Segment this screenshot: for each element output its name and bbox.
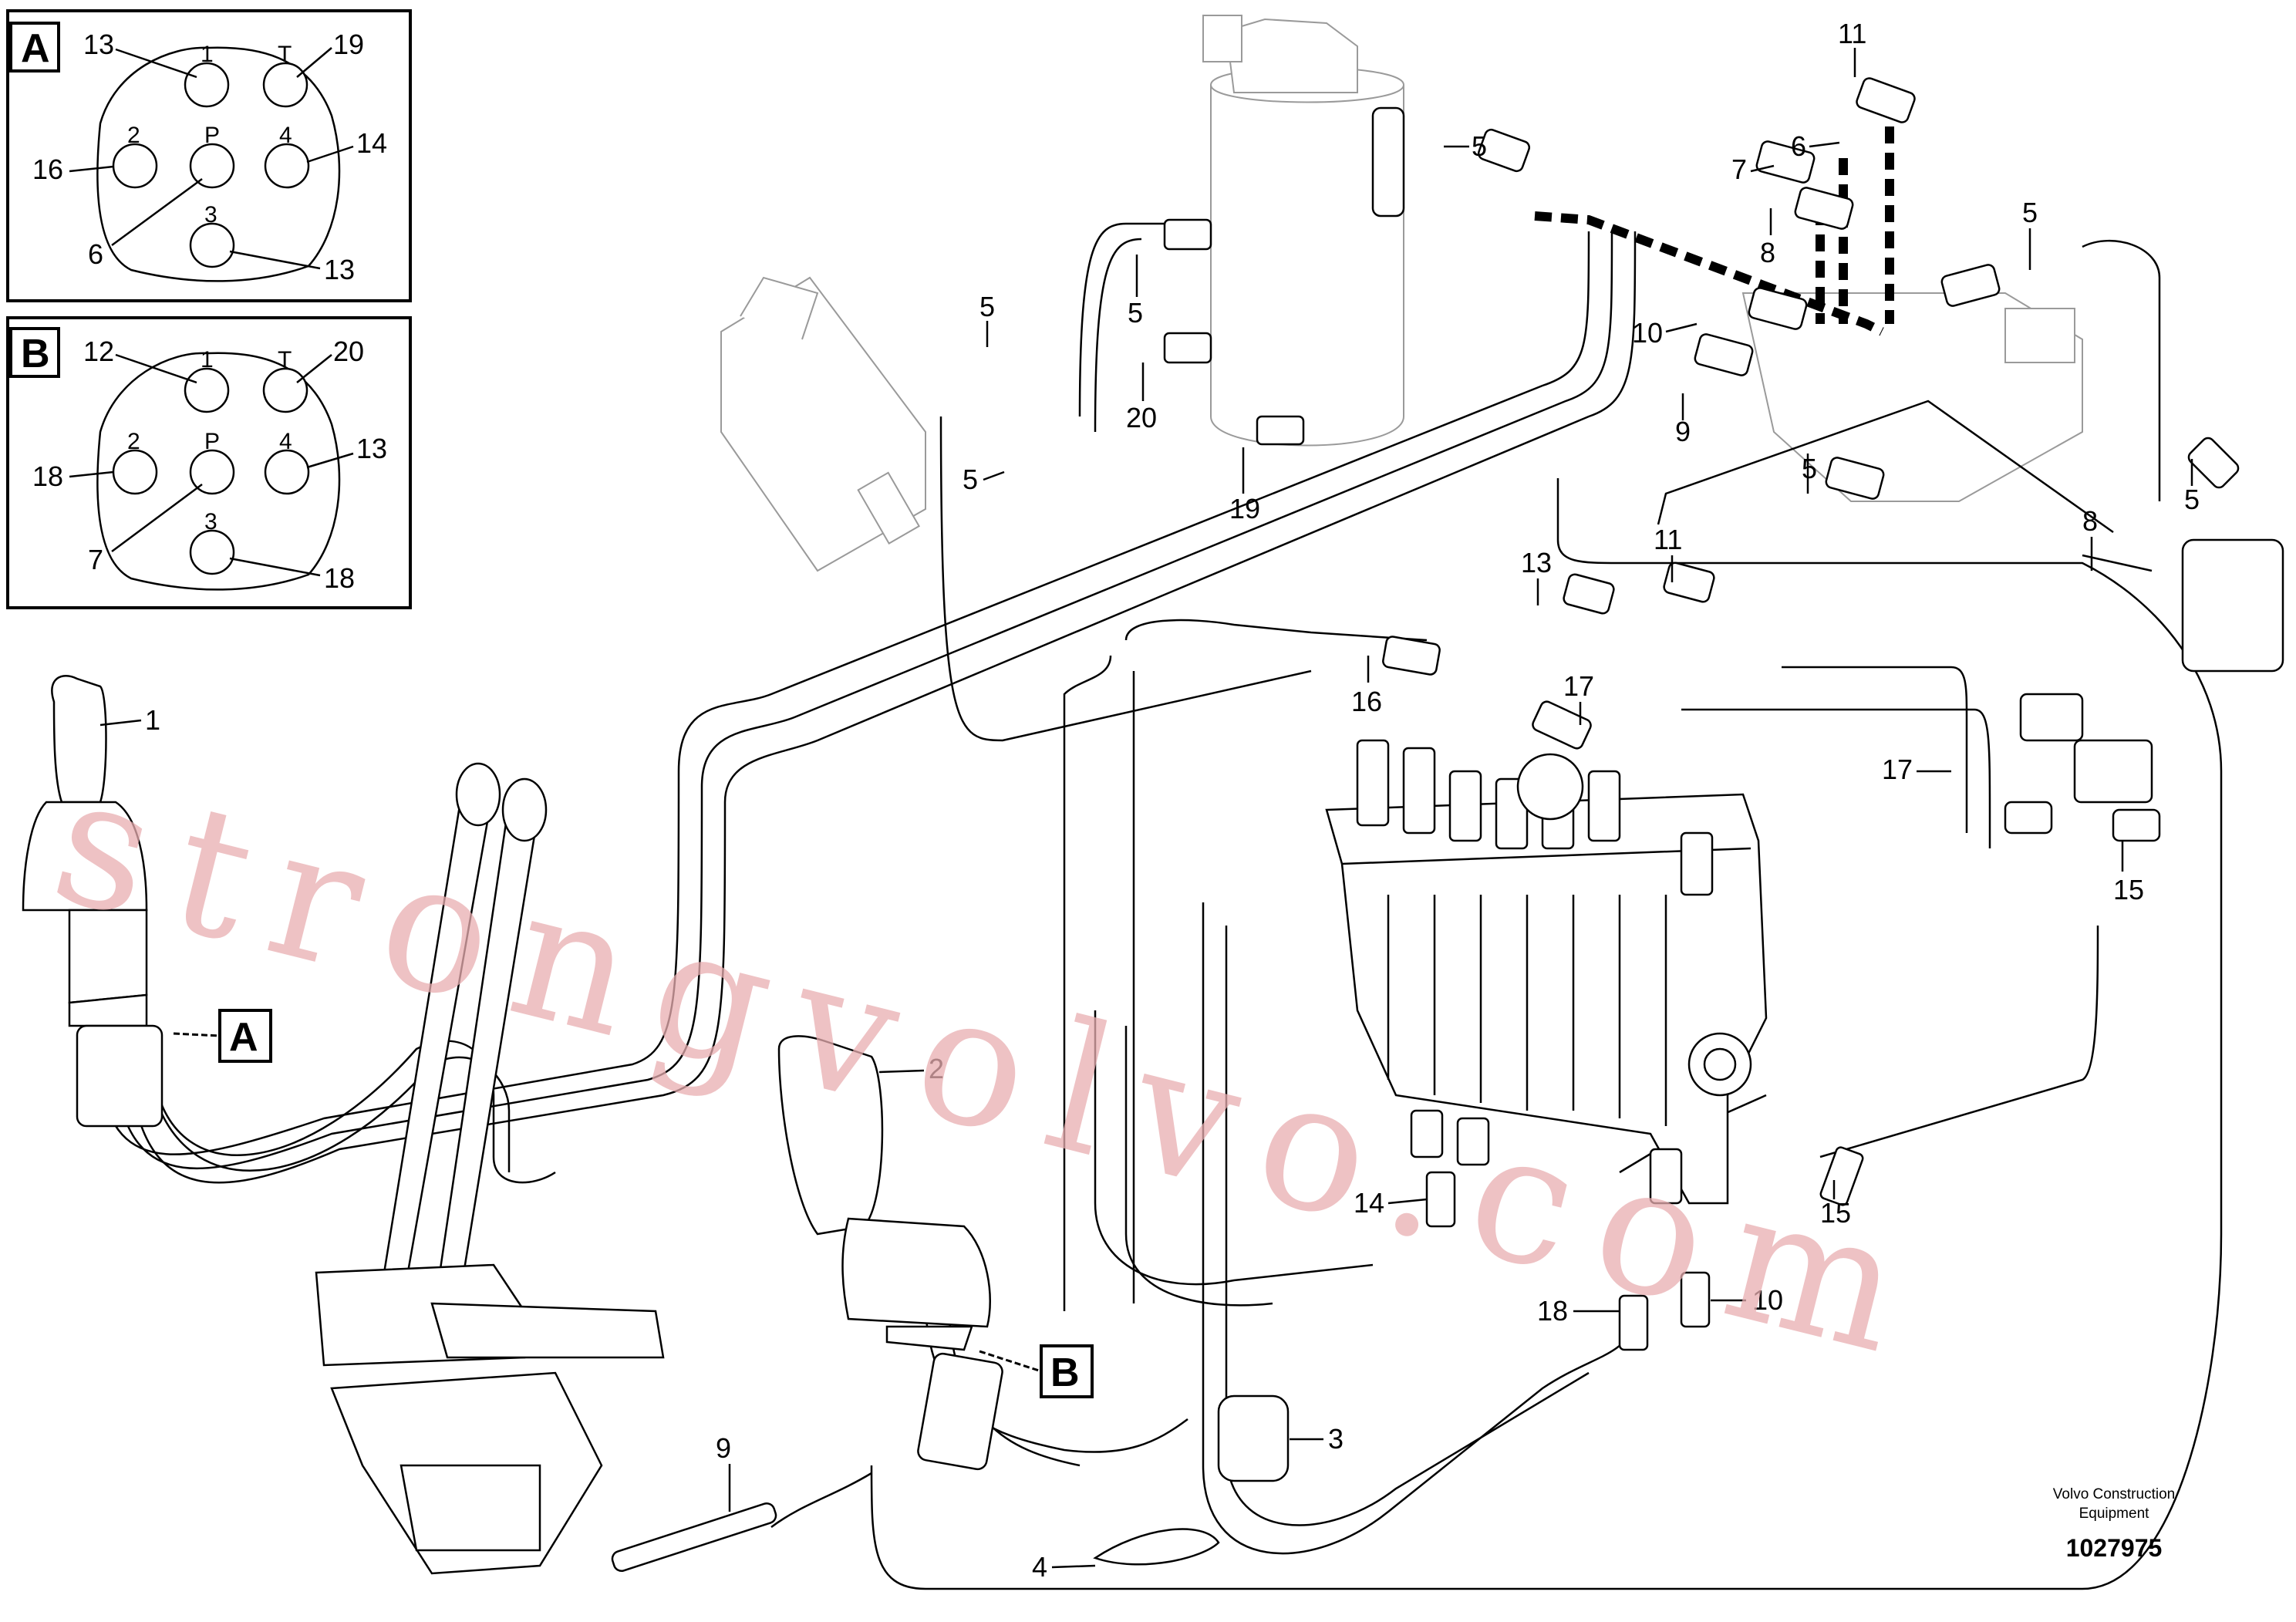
detail-tag-b: B [979, 1344, 1094, 1398]
detail-tag-a-letter: A [229, 1015, 258, 1060]
detail-b-callout-13: 13 [356, 433, 387, 464]
callout-6-top: 6 [1791, 130, 1806, 162]
detail-a-pin-t: T [278, 42, 292, 67]
detail-a-callout-13-top: 13 [83, 29, 114, 60]
corporate-line-1: Volvo Construction [2053, 1486, 2175, 1502]
callout-5-f: 5 [1802, 453, 1817, 484]
callout-11-top: 11 [1838, 18, 1866, 49]
detail-a-callout-14: 14 [356, 127, 387, 159]
callout-1: 1 [145, 704, 160, 736]
callout-15-right: 15 [2113, 874, 2144, 905]
hose-routing [99, 222, 2223, 1590]
fittings [76, 77, 2284, 1573]
detail-b-box: B 1 T 2 P 4 3 12 20 18 13 7 18 [6, 316, 412, 609]
filter-housing [1202, 15, 1404, 447]
callout-15-low: 15 [1820, 1197, 1851, 1229]
callout-5-b: 5 [2022, 197, 2038, 228]
detail-a-pin-1: 1 [201, 42, 214, 67]
callout-14: 14 [1354, 1187, 1384, 1219]
detail-b-letter: B [21, 332, 50, 376]
detail-a-callout-19: 19 [333, 29, 364, 60]
detail-b-pin-3: 3 [204, 509, 217, 534]
detail-b-callout-12: 12 [83, 336, 114, 367]
callout-16: 16 [1351, 686, 1382, 717]
callout-10-low: 10 [1752, 1284, 1783, 1316]
callouts: 11 6 7 8 5 5 5 5 5 5 5 20 19 10 9 11 13 … [99, 18, 2200, 1583]
callout-5-c: 5 [979, 291, 995, 322]
callout-5-g: 5 [2184, 484, 2200, 515]
detail-tag-a: A [173, 1009, 272, 1063]
callout-3: 3 [1328, 1423, 1344, 1455]
corporate-block: Volvo Construction Equipment 1027975 [2053, 1486, 2175, 1562]
callout-20: 20 [1126, 402, 1157, 433]
detail-b-callout-20: 20 [333, 336, 364, 367]
detail-b-callout-18: 18 [32, 460, 63, 492]
pedal-assembly [315, 762, 665, 1575]
electric-lines [1534, 100, 1894, 336]
detail-a-letter: A [21, 26, 50, 71]
callout-5-a: 5 [1472, 130, 1487, 162]
callout-8-right: 8 [2082, 505, 2098, 537]
callout-5-d: 5 [1128, 297, 1143, 329]
detail-b-pin-1: 1 [201, 347, 214, 373]
detail-b-pin-2: 2 [127, 429, 140, 454]
detail-a-callout-6: 6 [88, 238, 103, 270]
detail-tag-b-letter: B [1050, 1351, 1080, 1395]
control-valve [1325, 739, 1768, 1205]
callout-4: 4 [1032, 1551, 1047, 1583]
detail-b-pin-t: T [278, 347, 292, 373]
detail-a-pin-2: 2 [127, 123, 140, 148]
callout-2: 2 [929, 1053, 944, 1084]
callout-9-top: 9 [1675, 416, 1691, 447]
detail-b-callout-7: 7 [88, 544, 103, 575]
detail-a-callout-16: 16 [32, 153, 63, 185]
detail-b-callout-18-low: 18 [324, 562, 355, 594]
callout-5-e: 5 [963, 464, 978, 495]
callout-18: 18 [1537, 1295, 1568, 1327]
callout-17-right: 17 [1882, 754, 1913, 785]
drawing-number: 1027975 [2066, 1534, 2163, 1562]
detail-a-pin-3: 3 [204, 202, 217, 228]
callout-17-mid: 17 [1563, 670, 1594, 702]
pilot-valve-block [720, 276, 926, 572]
detail-b-pin-p: P [204, 429, 220, 454]
joystick-right [777, 1035, 991, 1351]
callout-19: 19 [1229, 493, 1260, 524]
detail-b-pin-4: 4 [279, 429, 292, 454]
callout-11-mid: 11 [1654, 524, 1682, 555]
callout-8-top: 8 [1760, 237, 1775, 268]
detail-a-pin-p: P [204, 123, 220, 148]
callout-9-low: 9 [716, 1432, 731, 1464]
detail-a-box: A 1 T 2 P 4 3 13 19 16 14 6 13 [6, 9, 412, 302]
callout-10-top: 10 [1632, 317, 1663, 349]
callout-7-top: 7 [1731, 153, 1747, 185]
detail-a-pin-4: 4 [279, 123, 292, 148]
joystick-left [22, 675, 148, 1027]
callout-13-mid: 13 [1521, 547, 1552, 578]
corporate-line-2: Equipment [2079, 1506, 2150, 1522]
detail-a-callout-13-low: 13 [324, 254, 355, 285]
